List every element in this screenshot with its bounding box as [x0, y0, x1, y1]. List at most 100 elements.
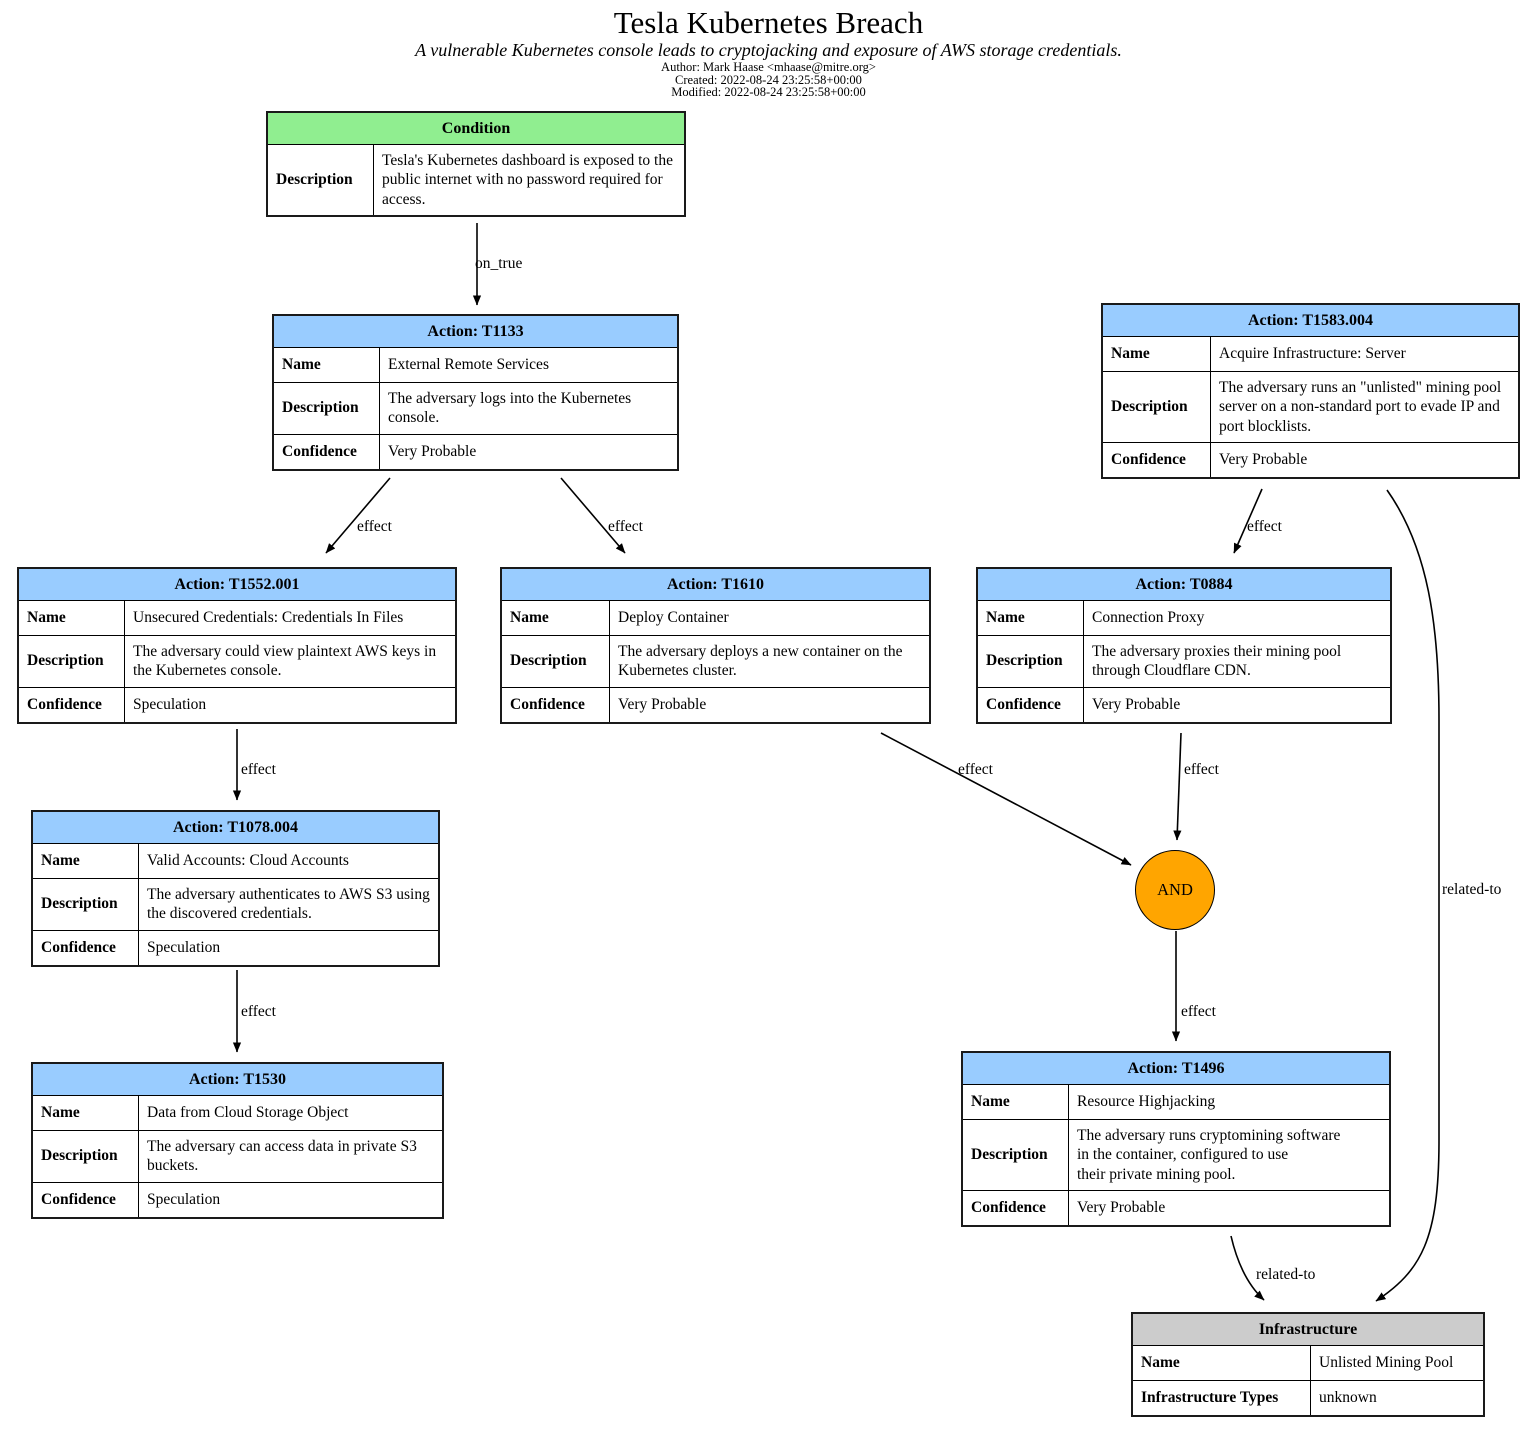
table-row: Infrastructure Types unknown [1133, 1380, 1483, 1415]
edge-label-effect: effect [1181, 1003, 1217, 1020]
edge-label-effect: effect [357, 518, 393, 535]
row-value: Very Probable [1219, 451, 1308, 469]
row-label: Confidence [978, 687, 1084, 722]
row-value: The adversary could view plaintext AWS k… [133, 643, 437, 680]
edge-label-effect: effect [241, 1003, 277, 1020]
table-row: Name Resource Highjacking [963, 1085, 1389, 1119]
diagram-modified: Modified: 2022-08-24 23:25:58+00:00 [671, 85, 866, 100]
table-row: Description The adversary proxies their … [978, 635, 1390, 687]
table-row: Description The adversary authenticates … [33, 878, 438, 930]
table-row: Confidence Very Probable [963, 1190, 1389, 1226]
row-value: Tesla's Kubernetes dashboard is exposed … [382, 152, 673, 208]
row-label: Description [1103, 372, 1211, 443]
edge-label-effect: effect [241, 761, 277, 778]
row-label: Name [1103, 337, 1211, 371]
table-row: Name Valid Accounts: Cloud Accounts [33, 844, 438, 878]
row-label: Name [502, 601, 610, 635]
table-row: Name Data from Cloud Storage Object [33, 1096, 442, 1130]
node-action-t1530: Action: T1530 Name Data from Cloud Stora… [31, 1062, 444, 1219]
row-label: Description [963, 1120, 1069, 1191]
node-action-t1610: Action: T1610 Name Deploy Container Desc… [500, 567, 931, 724]
row-value: Very Probable [618, 696, 707, 714]
diagram-subtitle: A vulnerable Kubernetes console leads to… [415, 40, 1122, 61]
edge-t1133-t1552 [325, 477, 391, 554]
row-label: Confidence [1103, 443, 1211, 478]
table-row: Confidence Very Probable [274, 433, 677, 469]
table-row: Name Unlisted Mining Pool [1133, 1346, 1483, 1380]
table-row: Name Acquire Infrastructure: Server [1103, 337, 1518, 371]
table-row: Description The adversary can access dat… [33, 1130, 442, 1182]
edge-label-effect: effect [608, 518, 644, 535]
node-action-t1496: Action: T1496 Name Resource Highjacking … [961, 1051, 1391, 1228]
edge-label-on-true: on_true [475, 255, 522, 272]
row-label: Infrastructure Types [1133, 1381, 1311, 1415]
row-value: Connection Proxy [1092, 609, 1205, 627]
node-header: Action: T1552.001 [19, 569, 455, 601]
row-label: Description [502, 636, 610, 687]
row-label: Confidence [33, 930, 139, 965]
page-title: Tesla Kubernetes Breach [613, 5, 924, 40]
row-value: Valid Accounts: Cloud Accounts [147, 852, 349, 870]
table-row: Confidence Speculation [33, 929, 438, 965]
edge-t1583-t0884 [1233, 488, 1263, 554]
row-label: Name [19, 601, 125, 635]
table-row: Description The adversary runs an "unlis… [1103, 371, 1518, 443]
row-value: Speculation [147, 1191, 221, 1209]
table-row: Confidence Very Probable [502, 686, 929, 722]
row-label: Confidence [33, 1182, 139, 1217]
row-value: The adversary deploys a new container on… [618, 643, 903, 680]
node-header: Condition [268, 113, 684, 145]
node-action-t0884: Action: T0884 Name Connection Proxy Desc… [976, 567, 1392, 724]
node-header: Action: T0884 [978, 569, 1390, 601]
node-header: Action: T1496 [963, 1053, 1389, 1085]
row-label: Description [978, 636, 1084, 687]
node-action-t1133: Action: T1133 Name External Remote Servi… [272, 314, 679, 471]
table-row: Confidence Very Probable [978, 686, 1390, 722]
row-value: Resource Highjacking [1077, 1093, 1216, 1111]
edge-label-effect: effect [1247, 518, 1283, 535]
node-header: Action: T1078.004 [33, 812, 438, 844]
row-label: Confidence [19, 687, 125, 722]
row-value: Speculation [133, 696, 207, 714]
row-label: Name [33, 1096, 139, 1130]
row-value: The adversary logs into the Kubernetes c… [388, 390, 632, 427]
edge-t1496-infrastructure [1230, 1235, 1265, 1301]
row-value: Very Probable [1092, 696, 1181, 714]
table-row: Description The adversary logs into the … [274, 382, 677, 434]
node-condition: Condition Description Tesla's Kubernetes… [266, 111, 686, 218]
edge-label-related-to: related-to [1442, 881, 1502, 898]
row-value: The adversary runs cryptomining software… [1077, 1127, 1341, 1183]
row-label: Name [274, 348, 380, 382]
table-row: Description The adversary deploys a new … [502, 635, 929, 687]
row-value: Deploy Container [618, 609, 729, 627]
node-action-t1552-001: Action: T1552.001 Name Unsecured Credent… [17, 567, 457, 724]
and-gate: AND [1135, 850, 1215, 930]
row-label: Description [274, 383, 380, 434]
table-row: Description The adversary could view pla… [19, 635, 455, 687]
row-label: Description [33, 879, 139, 930]
row-value: Acquire Infrastructure: Server [1219, 345, 1406, 363]
row-label: Confidence [502, 687, 610, 722]
row-value: Unlisted Mining Pool [1319, 1354, 1454, 1372]
node-header: Action: T1610 [502, 569, 929, 601]
row-value: The adversary can access data in private… [147, 1138, 417, 1175]
edge-t1133-t1610 [560, 477, 626, 554]
row-label: Description [19, 636, 125, 687]
row-value: Unsecured Credentials: Credentials In Fi… [133, 609, 404, 627]
row-label: Confidence [963, 1191, 1069, 1226]
table-row: Name Deploy Container [502, 601, 929, 635]
table-row: Confidence Speculation [33, 1181, 442, 1217]
row-value: The adversary authenticates to AWS S3 us… [147, 886, 430, 923]
table-row: Confidence Speculation [19, 686, 455, 722]
table-row: Description The adversary runs cryptomin… [963, 1119, 1389, 1191]
edge-t0884-and [1173, 732, 1182, 841]
row-label: Confidence [274, 434, 380, 469]
table-row: Name Connection Proxy [978, 601, 1390, 635]
diagram-title-block: Tesla Kubernetes Breach A vulnerable Kub… [0, 5, 1537, 100]
row-label: Name [978, 601, 1084, 635]
row-label: Name [33, 844, 139, 878]
table-row: Description Tesla's Kubernetes dashboard… [268, 145, 684, 216]
row-value: unknown [1319, 1389, 1377, 1407]
node-action-t1078-004: Action: T1078.004 Name Valid Accounts: C… [31, 810, 440, 967]
